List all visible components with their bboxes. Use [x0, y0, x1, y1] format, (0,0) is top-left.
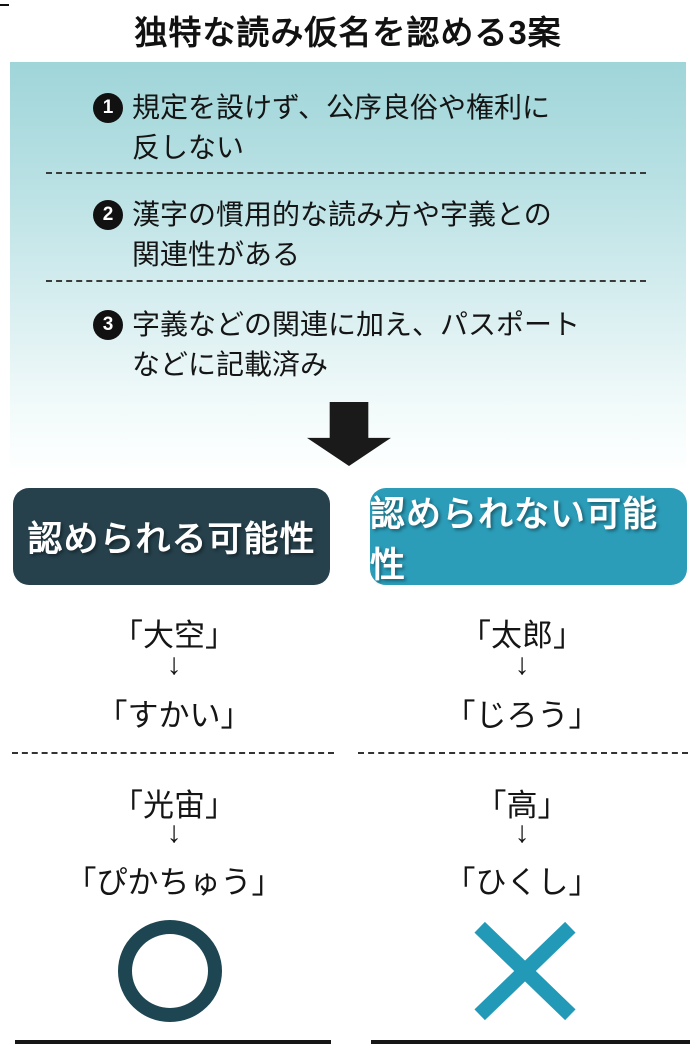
- example-reading: 「じろう」: [444, 698, 600, 733]
- dashed-divider: [358, 752, 688, 754]
- example-kanji: 「高」: [475, 788, 569, 823]
- rejected-header: 認められない可能性: [370, 488, 687, 585]
- example-reading: 「ひくし」: [444, 865, 600, 900]
- down-arrow-glyph: ↓: [514, 816, 530, 849]
- proposal-1-line-1: 規定を設けず、公序良俗や権利に: [132, 92, 551, 123]
- dashed-divider: [46, 172, 646, 174]
- proposals-panel: 1 規定を設けず、公序良俗や権利に 反しない 2 漢字の慣用的な読み方や字義との…: [10, 62, 686, 468]
- proposal-2-text: 漢字の慣用的な読み方や字義との 関連性がある: [132, 195, 552, 275]
- bottom-rule: [371, 1040, 690, 1044]
- down-arrow-glyph: ↓: [514, 648, 530, 681]
- number-3-badge: 3: [93, 310, 123, 340]
- dashed-divider: [12, 752, 334, 754]
- down-arrow-glyph: ↓: [166, 648, 182, 681]
- down-arrow-glyph: ↓: [166, 816, 182, 849]
- proposal-item-3: 3 字義などの関連に加え、パスポート などに記載済み: [93, 305, 580, 385]
- cross-ng-icon: [474, 921, 576, 1021]
- proposal-2-line-1: 漢字の慣用的な読み方や字義との: [132, 199, 552, 230]
- example-kanji: 「光宙」: [112, 788, 236, 823]
- example-reading: 「ぴかちゅう」: [65, 865, 283, 900]
- proposal-2-line-2: 関連性がある: [132, 239, 301, 270]
- proposal-3-text: 字義などの関連に加え、パスポート などに記載済み: [132, 305, 580, 385]
- proposal-3-line-2: などに記載済み: [132, 349, 329, 380]
- dashed-divider: [46, 280, 646, 282]
- bottom-rule: [15, 1040, 331, 1044]
- page-title: 独特な読み仮名を認める3案: [134, 14, 562, 51]
- example-kanji: 「大空」: [112, 618, 236, 653]
- proposal-item-2: 2 漢字の慣用的な読み方や字義との 関連性がある: [93, 195, 552, 275]
- number-1-badge: 1: [93, 93, 123, 123]
- proposal-item-1: 1 規定を設けず、公序良俗や権利に 反しない: [93, 88, 550, 168]
- crop-mark: [0, 4, 9, 6]
- example-kanji: 「太郎」: [460, 618, 584, 653]
- circle-ok-icon: [118, 920, 222, 1022]
- proposal-3-line-1: 字義などの関連に加え、パスポート: [132, 309, 581, 340]
- accepted-header: 認められる可能性: [13, 488, 330, 585]
- proposal-1-line-2: 反しない: [132, 132, 245, 163]
- number-2-badge: 2: [93, 200, 123, 230]
- proposal-1-text: 規定を設けず、公序良俗や権利に 反しない: [132, 88, 550, 168]
- example-reading: 「すかい」: [96, 698, 252, 733]
